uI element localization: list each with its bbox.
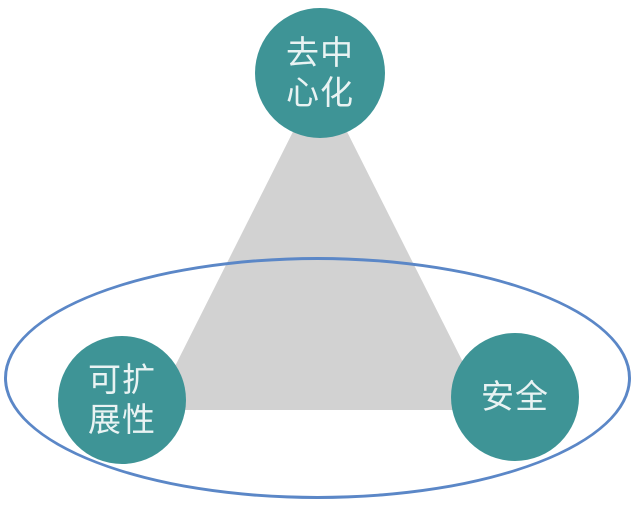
node-scalability: 可扩 展性 <box>58 336 186 464</box>
node-decentralization: 去中 心化 <box>255 8 385 138</box>
node-decentralization-label: 去中 心化 <box>286 34 354 111</box>
node-security: 安全 <box>451 333 579 461</box>
node-scalability-label: 可扩 展性 <box>88 361 156 438</box>
tradeoff-ellipse <box>4 257 631 499</box>
node-security-label: 安全 <box>481 378 549 416</box>
